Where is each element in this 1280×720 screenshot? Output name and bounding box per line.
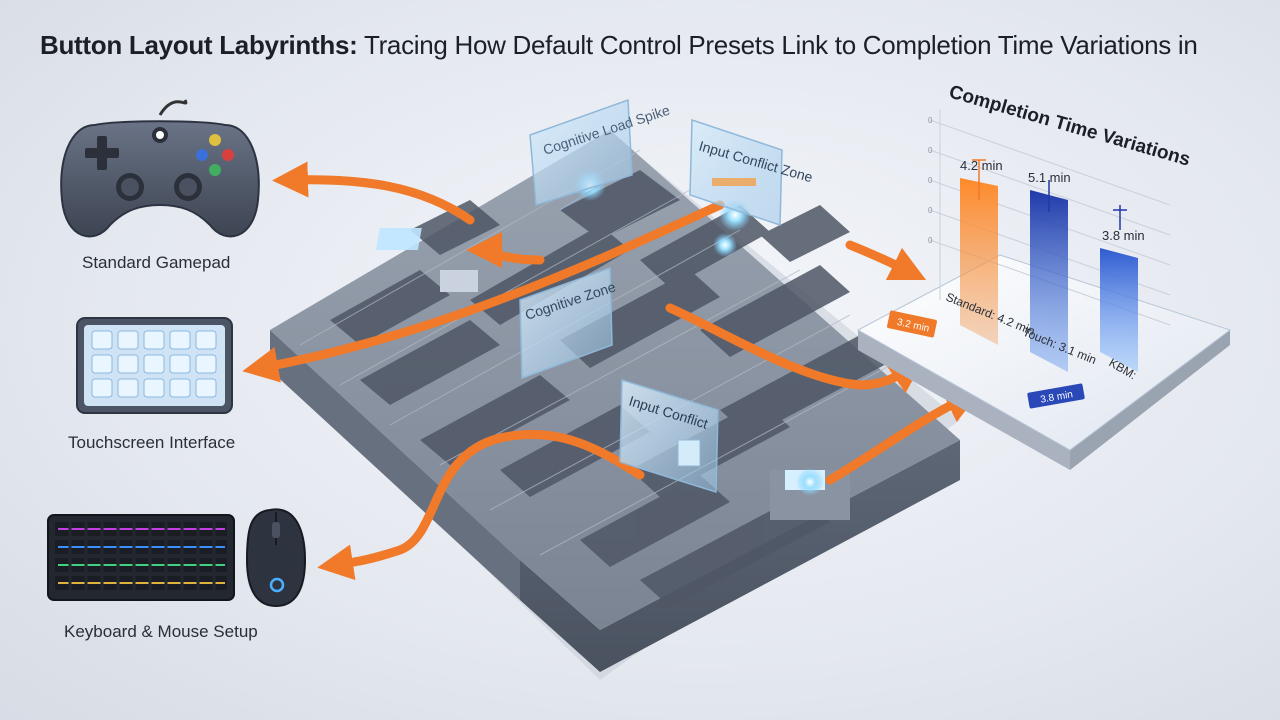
arrow-to-panel-mid	[665, 303, 925, 394]
callout-cog-zone	[519, 266, 613, 380]
gamepad-icon	[60, 99, 260, 238]
bar-label-kbm: 3.8 min	[1102, 228, 1145, 243]
bar-touch	[1030, 190, 1068, 372]
bar-label-touch: 5.1 min	[1028, 170, 1071, 185]
svg-text:0: 0	[928, 116, 933, 125]
title-bold: Button Layout Labyrinths:	[40, 30, 358, 60]
touchscreen-icon	[76, 317, 233, 414]
arrow-to-panel-low	[825, 389, 982, 485]
keyboard-icon	[47, 514, 235, 601]
label-keyboard-mouse: Keyboard & Mouse Setup	[64, 622, 258, 641]
arrow-to-panel-top	[845, 240, 927, 281]
title-rest: Tracing How Default Control Presets Link…	[363, 30, 1198, 60]
label-touchscreen: Touchscreen Interface	[68, 433, 236, 452]
callout-conflict	[619, 378, 719, 494]
arrow-touch	[242, 200, 725, 383]
callout-conflict-zone	[689, 118, 783, 227]
page-title: Button Layout Labyrinths: Tracing How De…	[40, 30, 1260, 61]
arrow-kbm	[317, 430, 645, 581]
svg-text:0: 0	[928, 236, 933, 245]
bar-kbm	[1100, 248, 1138, 372]
svg-text:0: 0	[928, 176, 933, 185]
arrow-inner	[466, 232, 545, 269]
arrow-gamepad	[272, 161, 475, 225]
label-gamepad: Standard Gamepad	[82, 253, 231, 272]
path-arrows	[242, 161, 982, 581]
chip-orange	[887, 310, 937, 338]
callout-cog-spike	[529, 98, 633, 211]
maze	[270, 130, 960, 680]
mouse-icon	[245, 508, 307, 608]
svg-text:0: 0	[928, 206, 933, 215]
bar-standard	[960, 178, 998, 345]
chip-blue	[1027, 383, 1085, 409]
bar-label-standard: 4.2 min	[960, 158, 1003, 173]
completion-panel: 0 0 0 0 0	[856, 110, 1232, 470]
svg-text:0: 0	[928, 146, 933, 155]
